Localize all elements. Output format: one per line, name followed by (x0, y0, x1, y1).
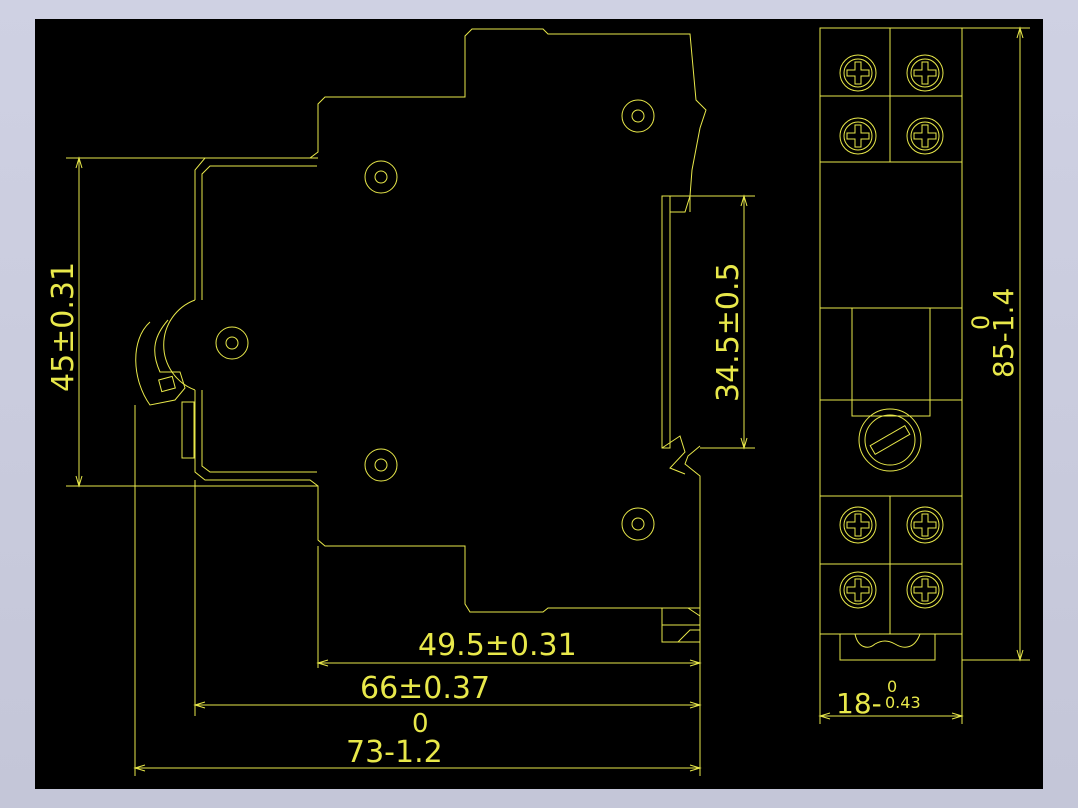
body-inner-contour (201, 165, 317, 300)
dim-18-label: 18- (836, 687, 882, 720)
indicator-dial-inner (864, 414, 916, 466)
body-bottom-profile (194, 390, 701, 617)
front-view-outline (819, 27, 963, 661)
bottom-latch-hook (677, 629, 700, 643)
hole-top-left-inner (374, 170, 388, 184)
hole-bottom-right-outer (621, 507, 655, 541)
toggle-window (851, 307, 931, 417)
terminal-screws (839, 54, 944, 609)
hole-top-right-inner (631, 109, 645, 123)
front-foot (839, 633, 936, 661)
screw-icon (906, 117, 944, 155)
screw-icon (906, 506, 944, 544)
dim-85-upper: 0 (967, 315, 995, 330)
dim-34-5-lines (670, 194, 755, 450)
hole-top-left-outer (364, 160, 398, 194)
indicator-dial-outer (858, 408, 922, 472)
din-rail-clip (661, 195, 671, 449)
hole-pivot-outer (215, 326, 249, 360)
hole-bottom-right-inner (631, 517, 645, 531)
dim-73-upper: 0 (412, 709, 429, 739)
screw-icon (906, 571, 944, 609)
rail-clip-top (662, 195, 691, 213)
dim-85-lines (962, 26, 1030, 662)
hole-top-right-outer (621, 99, 655, 133)
lever-foot (181, 401, 195, 459)
screw-icon (839, 54, 877, 92)
screw-icon (839, 117, 877, 155)
body-top-profile (194, 28, 707, 300)
front-body (819, 27, 963, 635)
dim-85-lower: 85-1.4 (987, 288, 1020, 378)
dim-73-lower: 73-1.2 (346, 735, 443, 770)
rail-clip-bottom (661, 435, 686, 475)
dim-66-label: 66±0.37 (360, 671, 490, 706)
dim-18-upper: 0 (887, 677, 897, 696)
cad-canvas (35, 19, 1043, 789)
screw-icon (839, 571, 877, 609)
screw-icon (839, 506, 877, 544)
lever-arc (163, 299, 196, 391)
dim-18-lower: 0.43 (885, 693, 921, 712)
side-view-outline (135, 28, 707, 643)
lever-tab (158, 375, 176, 393)
hole-bottom-left-outer (364, 448, 398, 482)
hole-bottom-left-inner (374, 458, 388, 472)
dim-66-lines (193, 480, 702, 716)
screw-icon (906, 54, 944, 92)
dim-45-lines (66, 156, 318, 488)
dim-49-5-label: 49.5±0.31 (418, 628, 577, 663)
dim-34-5-label: 34.5±0.5 (711, 262, 746, 402)
hole-pivot-inner (225, 336, 239, 350)
indicator-slot (869, 424, 911, 456)
lever-handle (135, 319, 186, 406)
body-inner-bottom (201, 390, 317, 473)
dim-18-lines (818, 634, 964, 724)
dim-45-label: 45±0.31 (46, 262, 81, 392)
dim-49-5-lines (316, 546, 702, 668)
dim-73-lines (133, 405, 702, 776)
